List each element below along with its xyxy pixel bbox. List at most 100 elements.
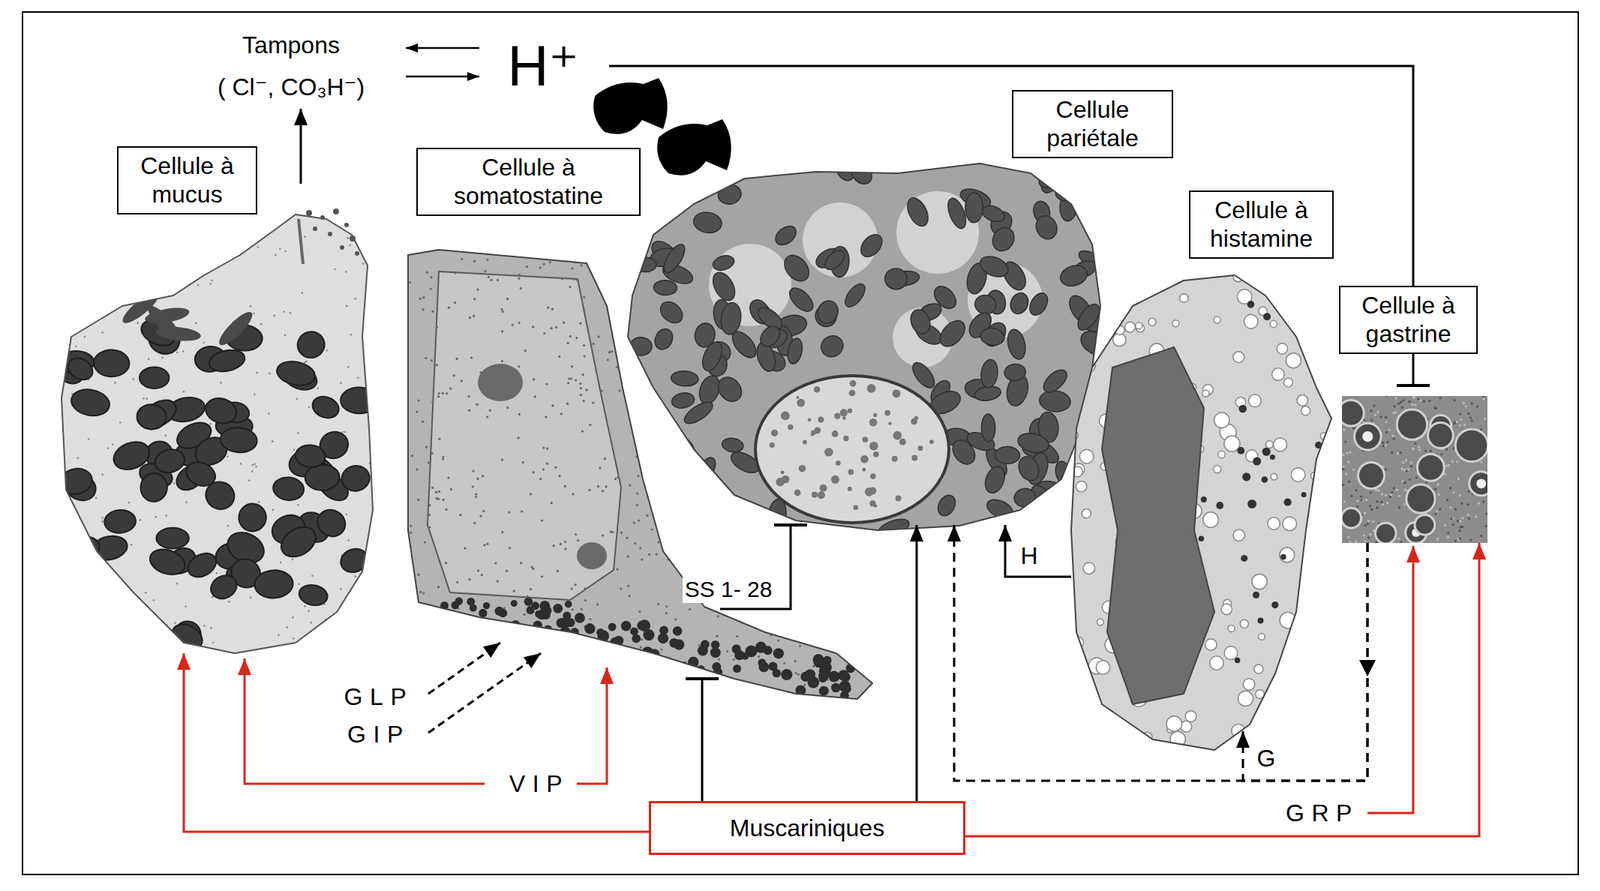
speckle [570, 267, 574, 270]
mitochondrion [1027, 512, 1063, 545]
speckle [289, 312, 292, 315]
vesicle [1077, 705, 1093, 720]
speckle [437, 585, 440, 589]
speckle [158, 279, 161, 283]
speckle [651, 528, 654, 531]
speckle [467, 395, 470, 398]
mucus-granule [139, 471, 169, 503]
speckle [620, 299, 623, 302]
speckle [416, 685, 419, 688]
speckle [468, 316, 472, 319]
speckle [1341, 468, 1345, 471]
mitochondrion [692, 210, 724, 235]
speckle [717, 658, 721, 661]
speckle [253, 463, 256, 466]
speckle [564, 485, 567, 488]
speckle [360, 604, 364, 607]
vesicle [1166, 716, 1183, 733]
speckle [1462, 402, 1465, 405]
speckle [421, 420, 424, 424]
chromatin [860, 455, 869, 464]
speckle [500, 308, 503, 311]
speckle [546, 306, 550, 310]
chromatin [807, 417, 812, 422]
speckle [601, 534, 604, 537]
speckle [1413, 442, 1417, 445]
speckle [588, 489, 591, 492]
speckle [1380, 415, 1383, 418]
granule [1313, 340, 1322, 349]
speckle [717, 677, 720, 680]
speckle [1483, 417, 1486, 421]
speckle [284, 250, 287, 253]
speckle [360, 616, 363, 619]
speckle [1393, 405, 1396, 408]
speckle [101, 474, 104, 477]
equilibrium-arrow [405, 47, 480, 50]
chromatin [888, 422, 892, 426]
speckle [579, 393, 583, 397]
speckle [1452, 422, 1456, 425]
speckle [672, 429, 675, 432]
speckle [1374, 540, 1378, 544]
speckle [226, 455, 229, 458]
speckle [1482, 396, 1485, 398]
speckle [801, 624, 805, 628]
speckle [369, 383, 373, 386]
speckle [468, 578, 471, 581]
speckle [1375, 506, 1378, 509]
speckle [774, 600, 777, 604]
speckle [581, 690, 584, 693]
secretory-granule [804, 669, 816, 680]
speckle [603, 261, 607, 265]
speckle [209, 282, 212, 286]
speckle [476, 403, 479, 406]
gastrin-granules [1341, 396, 1488, 544]
speckle [1372, 405, 1375, 408]
speckle [726, 650, 729, 653]
speckle [161, 357, 164, 360]
speckle [627, 594, 631, 598]
vesicle [1079, 449, 1094, 464]
histamine-interior [1065, 267, 1339, 753]
mucus-granule [340, 387, 379, 415]
speckle [806, 619, 809, 622]
vesicle [1273, 438, 1288, 452]
mucus-granule [103, 508, 137, 535]
mitochondrion [976, 252, 1012, 282]
vesicle [1074, 669, 1085, 680]
speckle [274, 254, 277, 257]
speckle [339, 588, 343, 591]
speckle [1411, 447, 1414, 450]
mitochondrion [1005, 327, 1029, 362]
speckle [111, 634, 114, 637]
speckle [765, 688, 768, 691]
secretory-granule [837, 669, 850, 682]
speckle [1376, 500, 1379, 503]
speckle [515, 252, 518, 255]
vesicle [1242, 678, 1255, 691]
speckle [1342, 465, 1345, 469]
speckle [614, 477, 617, 481]
speckle [600, 390, 604, 393]
speckle [581, 430, 584, 433]
speckle [560, 412, 563, 415]
granule-core [1476, 478, 1486, 489]
speckle [1350, 495, 1353, 498]
mitochondrion [981, 463, 1009, 496]
speckle [666, 549, 670, 552]
vesicle [1317, 322, 1326, 331]
speckle [227, 525, 230, 528]
vesicle [1074, 368, 1083, 377]
mitochondrion [653, 279, 678, 296]
speckle [682, 570, 685, 573]
speckle [657, 603, 660, 606]
speckle [486, 258, 489, 262]
speckle [470, 356, 473, 359]
mucus-granule [274, 358, 318, 390]
speckle [417, 573, 420, 577]
speckle [84, 336, 87, 339]
vesicle [1218, 450, 1225, 458]
speckle [519, 561, 523, 565]
